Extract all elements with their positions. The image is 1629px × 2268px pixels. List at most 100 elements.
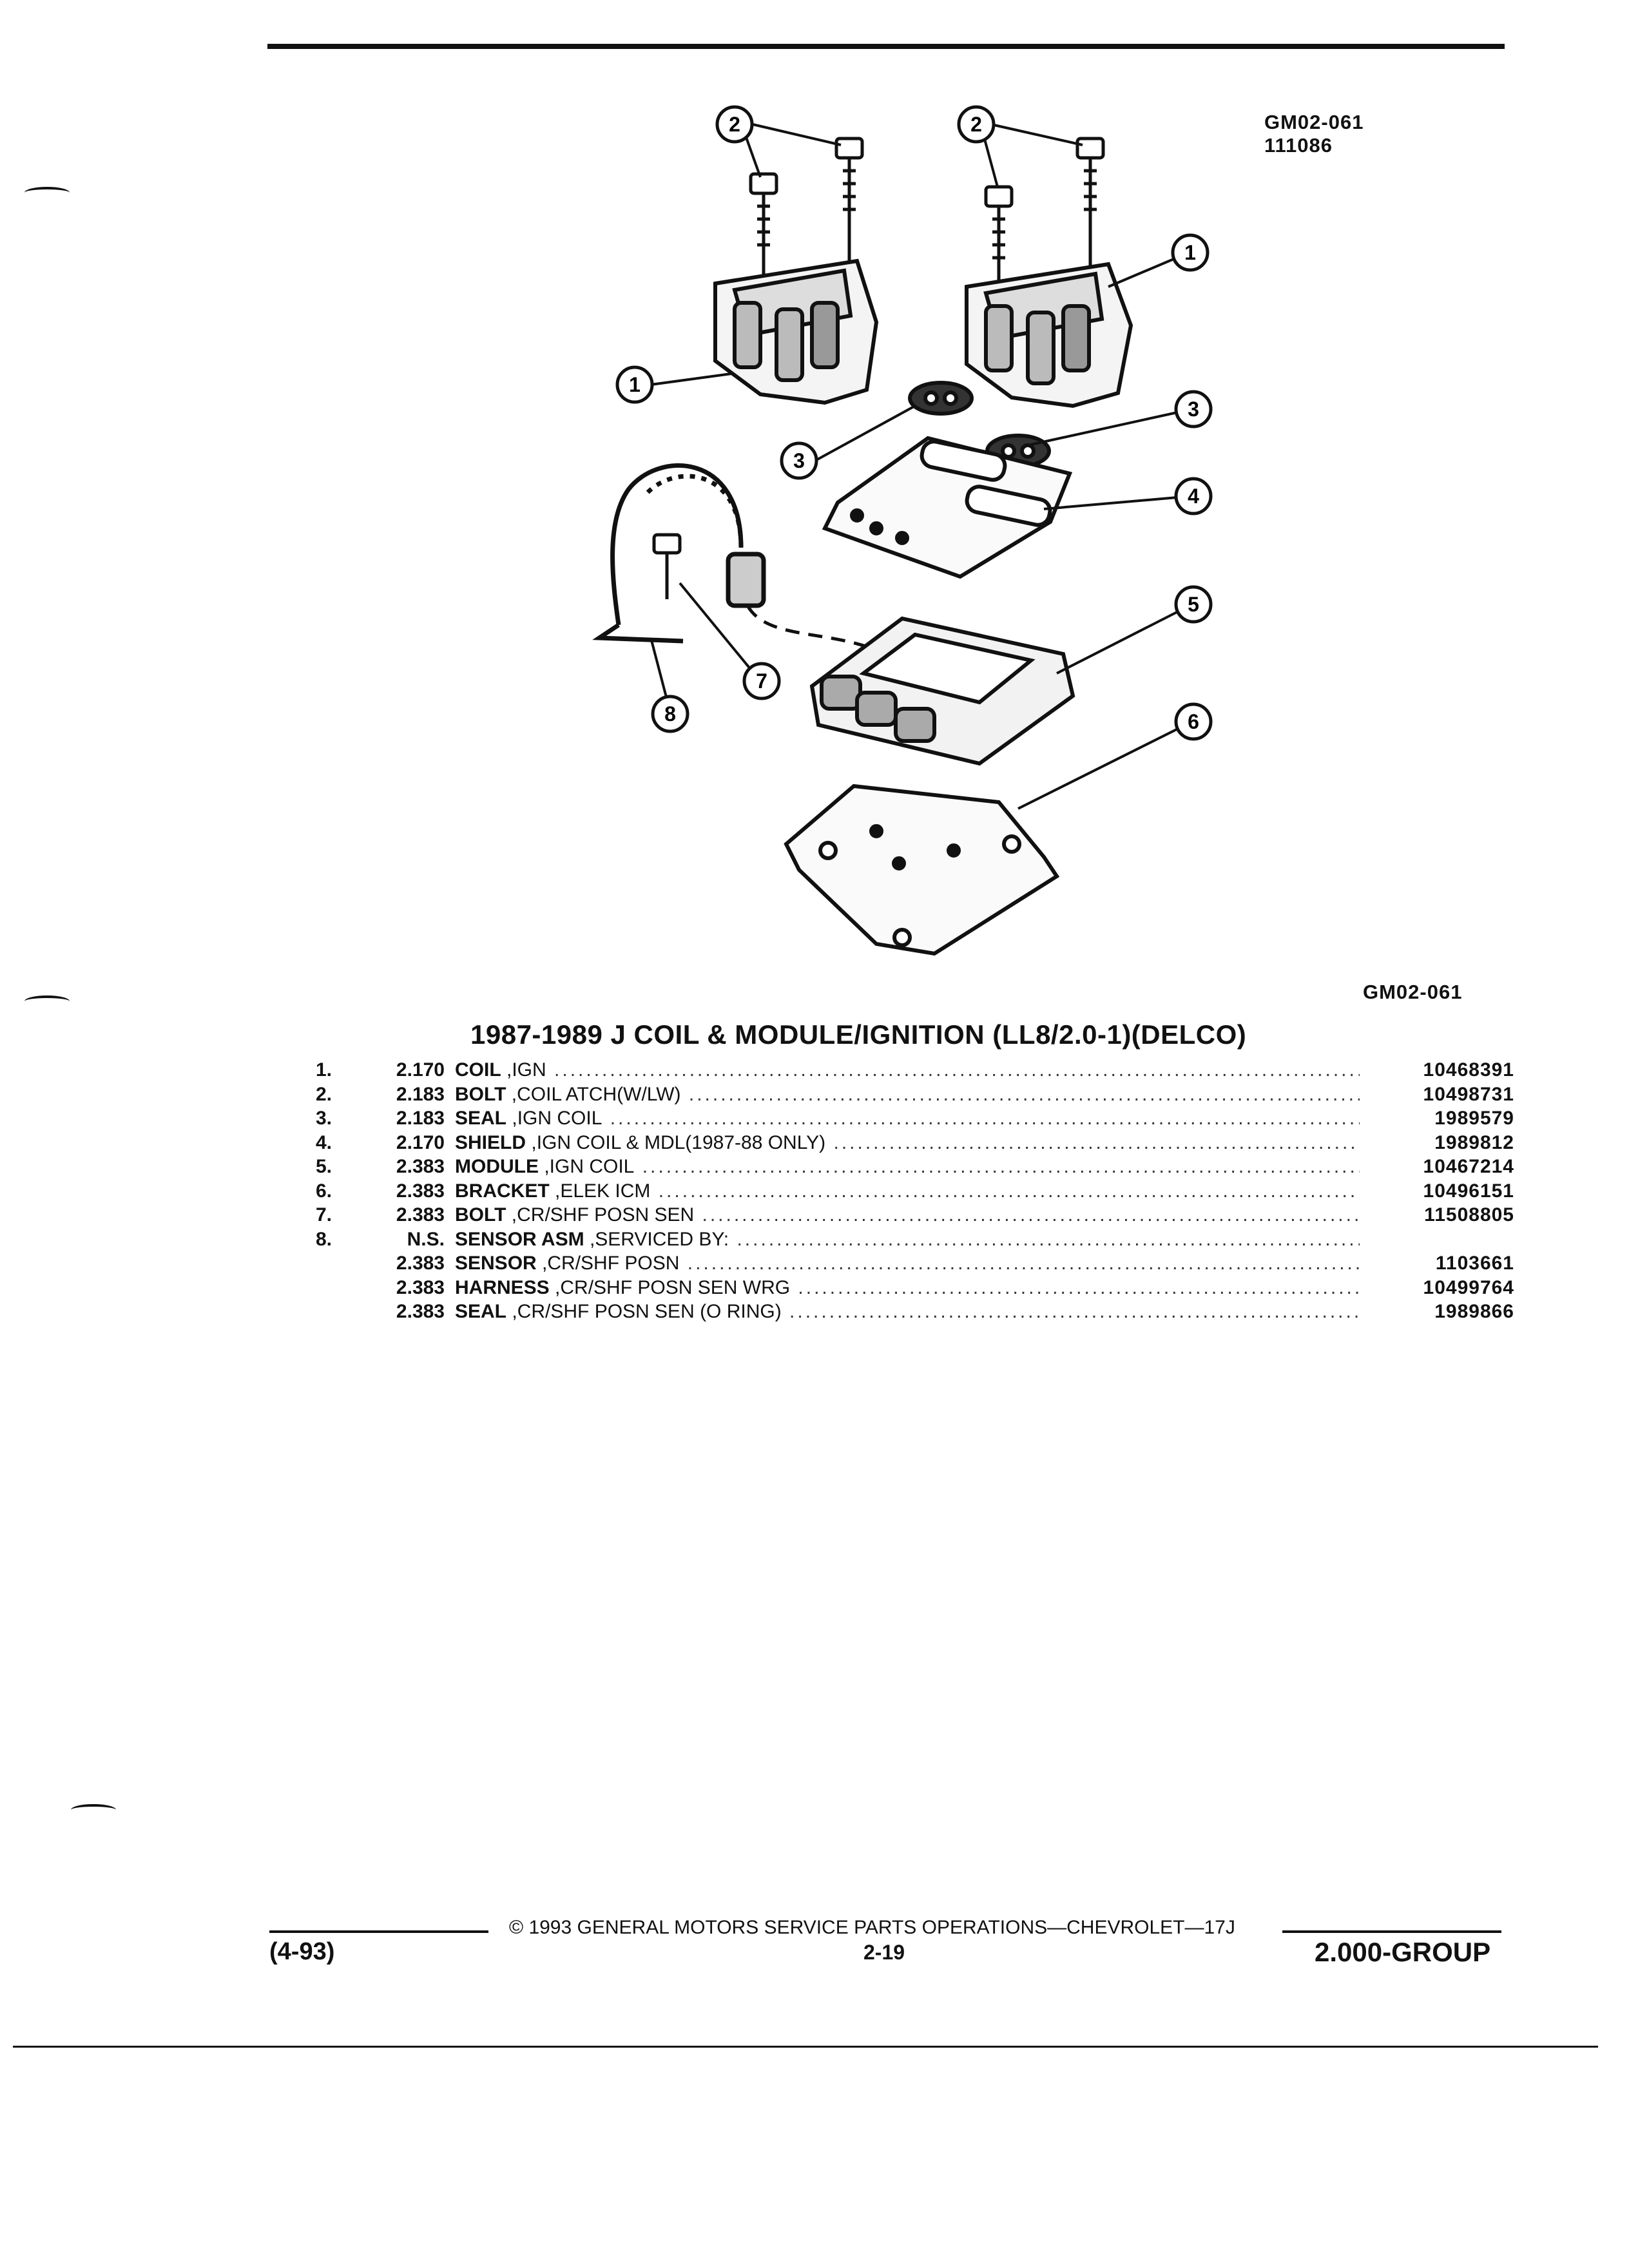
part-number: 11508805 xyxy=(1424,1204,1514,1225)
svg-text:5: 5 xyxy=(1188,593,1199,616)
footer-group: 2.000-GROUP xyxy=(1315,1937,1491,1967)
leader-lines xyxy=(650,123,1193,810)
top-rule xyxy=(267,44,1505,49)
svg-text:1: 1 xyxy=(629,373,641,396)
leader-dots: ........................................… xyxy=(610,1108,1360,1129)
parts-list: 1. 2.170 COIL ,IGN .......................… xyxy=(316,1058,1514,1324)
crankshaft-sensor-harness xyxy=(592,463,766,644)
leader-dots: ........................................… xyxy=(833,1131,1360,1153)
part-name: BOLT xyxy=(455,1083,506,1105)
svg-text:3: 3 xyxy=(1188,398,1199,421)
callout-4: 4 xyxy=(1176,479,1211,514)
coil-shield xyxy=(822,436,1073,579)
item-number: 4. xyxy=(316,1131,333,1153)
leader-dots: ........................................… xyxy=(554,1059,1360,1081)
part-name: SENSOR xyxy=(455,1253,537,1274)
item-number: 1. xyxy=(316,1059,333,1081)
callout-6: 6 xyxy=(1176,704,1211,739)
part-number: 10467214 xyxy=(1423,1156,1514,1177)
part-name: BRACKET xyxy=(455,1180,550,1202)
part-description: BRACKET ,ELEK ICM ......................… xyxy=(455,1179,1360,1204)
part-number: 10499764 xyxy=(1423,1276,1514,1298)
part-description: MODULE ,IGN COIL .......................… xyxy=(455,1155,1360,1179)
part-name: SHIELD xyxy=(455,1131,526,1153)
part-name: MODULE xyxy=(455,1156,539,1177)
part-number: 1989579 xyxy=(1434,1108,1514,1129)
part-number: 1989812 xyxy=(1434,1131,1514,1153)
part-description: BOLT ,CR/SHF POSN SEN ..................… xyxy=(455,1203,1360,1227)
callout-2-right: 2 xyxy=(959,107,994,142)
item-number: 7. xyxy=(316,1204,333,1225)
group-number: 2.183 xyxy=(396,1083,445,1105)
coil-seal-left xyxy=(908,381,974,416)
callout-8: 8 xyxy=(653,697,688,731)
part-detail: ,IGN COIL & MDL(1987-88 ONLY) xyxy=(531,1131,826,1153)
margin-mark xyxy=(24,187,70,198)
part-description: SEAL ,IGN COIL .........................… xyxy=(455,1106,1360,1131)
group-number: N.S. xyxy=(407,1228,445,1250)
part-detail: ,CR/SHF POSN xyxy=(542,1253,680,1274)
leader-dots: ........................................… xyxy=(789,1301,1360,1322)
part-number: 10468391 xyxy=(1423,1059,1514,1081)
bolt-right-b xyxy=(1075,137,1105,277)
callout-1-right: 1 xyxy=(1173,235,1208,270)
callout-5: 5 xyxy=(1176,587,1211,622)
leader-dots: ........................................… xyxy=(658,1180,1360,1202)
callout-3-right: 3 xyxy=(1176,392,1211,427)
margin-mark xyxy=(24,995,70,1007)
part-detail: ,CR/SHF POSN SEN (O RING) xyxy=(512,1301,782,1322)
parts-row: 2.383 SEAL ,CR/SHF POSN SEN (O RING) ....… xyxy=(316,1300,1514,1324)
figure-code-bottom: GM02-061 xyxy=(1363,981,1463,1003)
parts-row: 4. 2.170 SHIELD ,IGN COIL & MDL(1987-88 ON… xyxy=(316,1131,1514,1155)
svg-text:1: 1 xyxy=(1184,241,1196,264)
parts-row: 2. 2.183 BOLT ,COIL ATCH(W/LW) ...........… xyxy=(316,1082,1514,1107)
part-name: BOLT xyxy=(455,1204,506,1225)
leader-dots: ........................................… xyxy=(687,1253,1360,1274)
part-description: SEAL ,CR/SHF POSN SEN (O RING) .........… xyxy=(455,1300,1360,1324)
part-description: SENSOR ,CR/SHF POSN ....................… xyxy=(455,1251,1360,1276)
part-detail: ,CR/SHF POSN SEN xyxy=(511,1204,695,1225)
part-name: COIL xyxy=(455,1059,501,1081)
part-name: HARNESS xyxy=(455,1276,550,1298)
part-name: SEAL xyxy=(455,1108,507,1129)
ignition-coil-left xyxy=(713,258,879,405)
svg-text:6: 6 xyxy=(1188,710,1199,733)
group-number: 2.183 xyxy=(396,1108,445,1129)
parts-list-title: 1987-1989 J COIL & MODULE/IGNITION (LL8/… xyxy=(470,1019,1247,1050)
part-description: BOLT ,COIL ATCH(W/LW) ..................… xyxy=(455,1082,1360,1107)
group-number: 2.383 xyxy=(396,1204,445,1225)
footer-date: (4-93) xyxy=(269,1938,335,1965)
group-number: 2.383 xyxy=(396,1180,445,1202)
module-bracket xyxy=(784,783,1060,956)
part-number: 1989866 xyxy=(1434,1301,1514,1322)
item-number: 8. xyxy=(316,1228,333,1250)
leader-dots: ........................................… xyxy=(702,1204,1360,1225)
ignition-module xyxy=(809,616,1075,766)
group-number: 2.170 xyxy=(396,1131,445,1153)
parts-row: 2.383 SENSOR ,CR/SHF POSN ...............… xyxy=(316,1251,1514,1276)
group-number: 2.170 xyxy=(396,1059,445,1081)
item-number: 2. xyxy=(316,1083,333,1105)
part-detail: ,IGN COIL xyxy=(512,1108,602,1129)
part-detail: ,IGN COIL xyxy=(544,1156,635,1177)
callout-7: 7 xyxy=(744,664,779,698)
page-number: 2-19 xyxy=(863,1941,905,1964)
svg-text:8: 8 xyxy=(664,702,676,726)
part-detail: ,SERVICED BY: xyxy=(589,1228,729,1250)
callout-2-left: 2 xyxy=(717,107,752,142)
svg-text:2: 2 xyxy=(970,113,982,136)
item-number: 6. xyxy=(316,1180,333,1202)
group-number: 2.383 xyxy=(396,1301,445,1322)
leader-dots: ........................................… xyxy=(688,1083,1360,1105)
svg-text:2: 2 xyxy=(729,113,740,136)
exploded-parts-diagram: 2 2 1 1 3 3 4 5 6 7 8 xyxy=(592,0,1629,956)
leader-dots: ........................................… xyxy=(642,1156,1360,1177)
group-number: 2.383 xyxy=(396,1276,445,1298)
part-number: 1103661 xyxy=(1435,1253,1514,1274)
parts-row: 7. 2.383 BOLT ,CR/SHF POSN SEN ...........… xyxy=(316,1203,1514,1227)
group-number: 2.383 xyxy=(396,1253,445,1274)
part-description: COIL ,IGN ..............................… xyxy=(455,1058,1360,1082)
